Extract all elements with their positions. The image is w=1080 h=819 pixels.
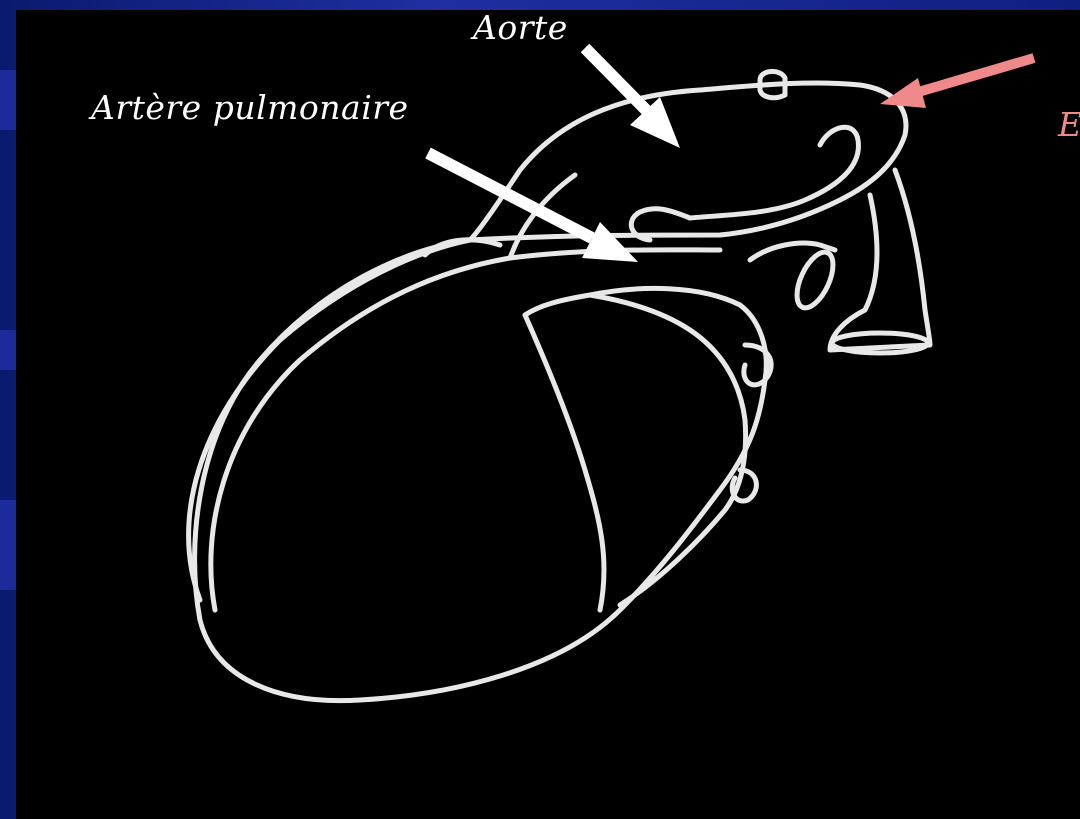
heart-septum (525, 315, 604, 610)
aorte-label: Aorte (473, 8, 568, 47)
aorte-arrow (585, 48, 680, 148)
heart-inner-line (211, 250, 720, 610)
heart-outline (189, 83, 906, 600)
artere-pulmonaire-label: Artère pulmonaire (91, 88, 409, 127)
artere-pulmonaire-arrow (428, 153, 638, 262)
pulmonary-vein-opening (790, 247, 841, 313)
pink-arrow (880, 58, 1034, 108)
heart-ventricle-outer (195, 240, 767, 701)
cut-off-label: E (1058, 105, 1080, 144)
left-lobe-line (425, 240, 500, 255)
